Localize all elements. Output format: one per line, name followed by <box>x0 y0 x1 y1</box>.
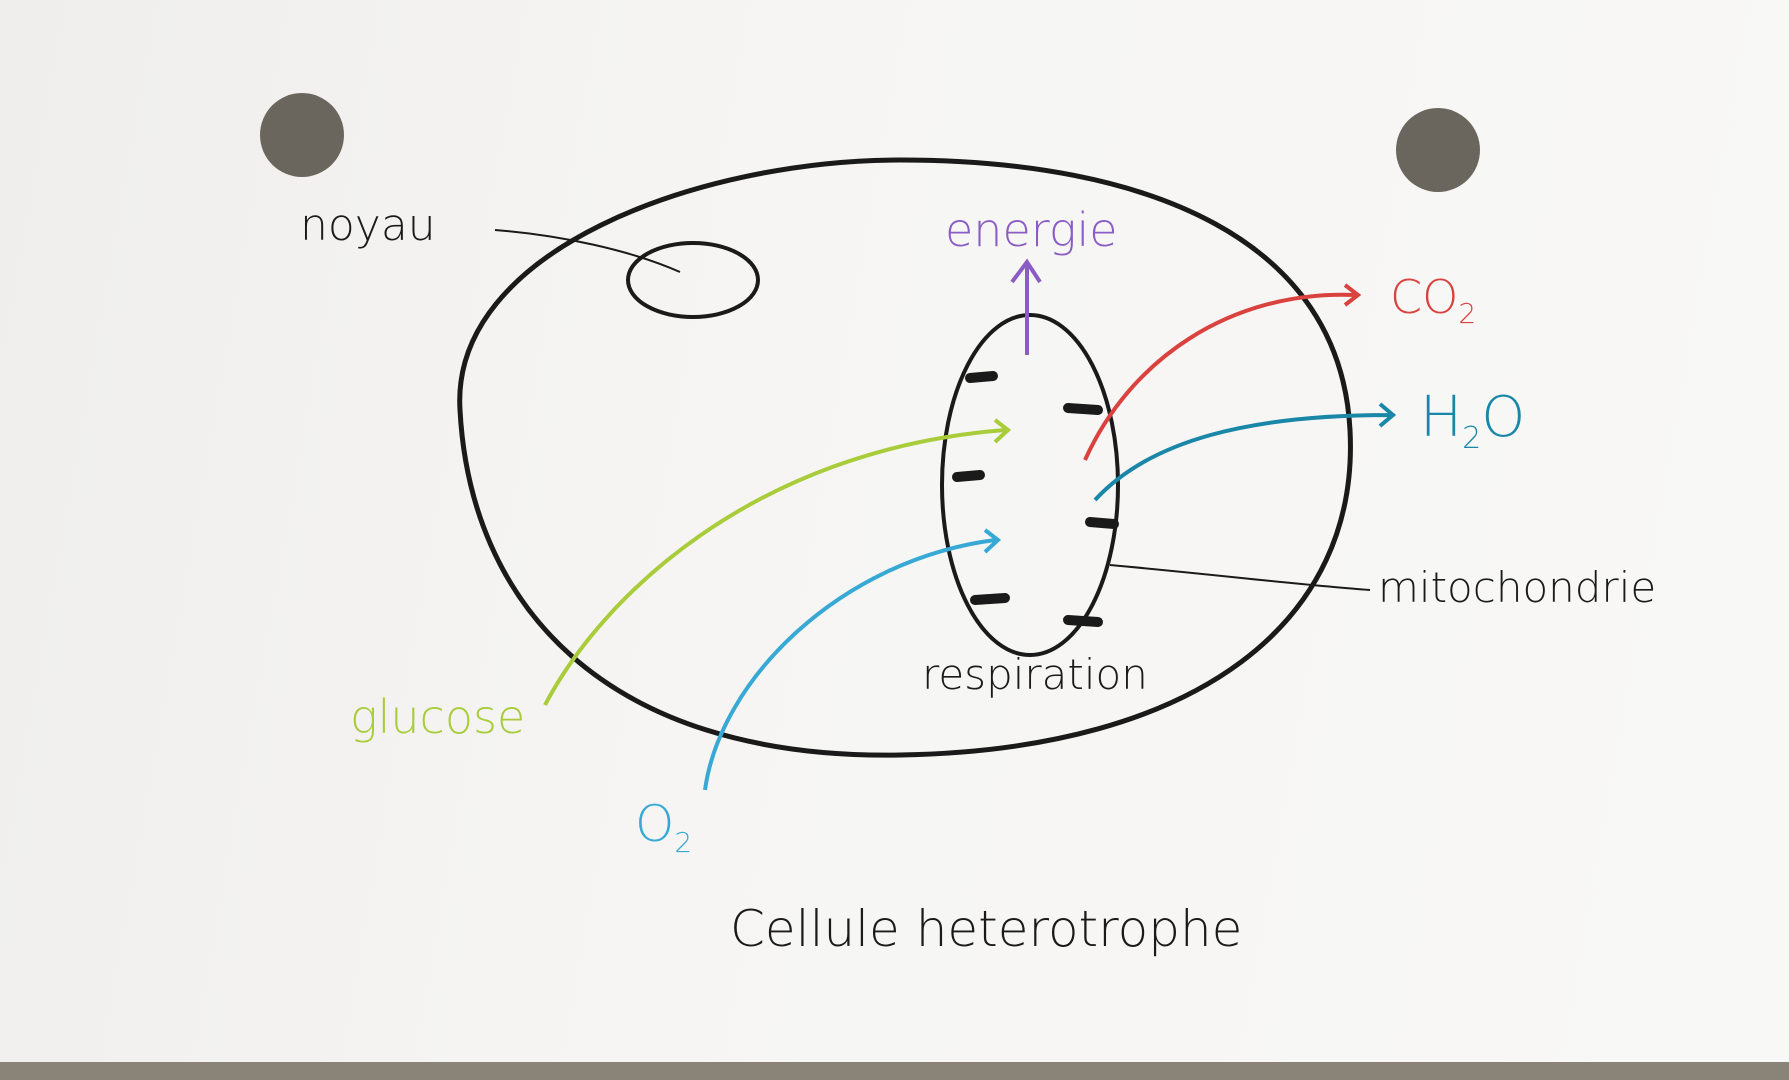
h2o-arrow <box>1093 402 1397 502</box>
co2-arrow <box>1083 283 1362 461</box>
punch-hole-right <box>1396 108 1480 192</box>
label-noyau: noyau <box>300 200 436 251</box>
glucose-arrow <box>543 418 1012 706</box>
mitochondrion <box>940 313 1120 657</box>
diagram-title: Cellule heterotrophe <box>730 900 1243 958</box>
card-edge <box>0 1062 1789 1080</box>
noyau-pointer <box>494 229 681 273</box>
label-mitochondrie: mitochondrie <box>1378 563 1657 612</box>
mitochondrie-pointer <box>1109 564 1371 591</box>
label-glucose: glucose <box>350 690 526 744</box>
label-o2: O2 <box>635 795 693 859</box>
label-co2: CO2 <box>1390 270 1477 331</box>
punch-hole-left <box>260 93 344 177</box>
label-energie: energie <box>945 203 1118 257</box>
label-h2o: H2O <box>1420 385 1526 457</box>
nucleus <box>626 241 760 319</box>
o2-arrow <box>703 528 1002 791</box>
label-respiration: respiration <box>922 650 1148 699</box>
energie-arrow <box>1010 258 1042 355</box>
cell-membrane <box>457 157 1353 758</box>
